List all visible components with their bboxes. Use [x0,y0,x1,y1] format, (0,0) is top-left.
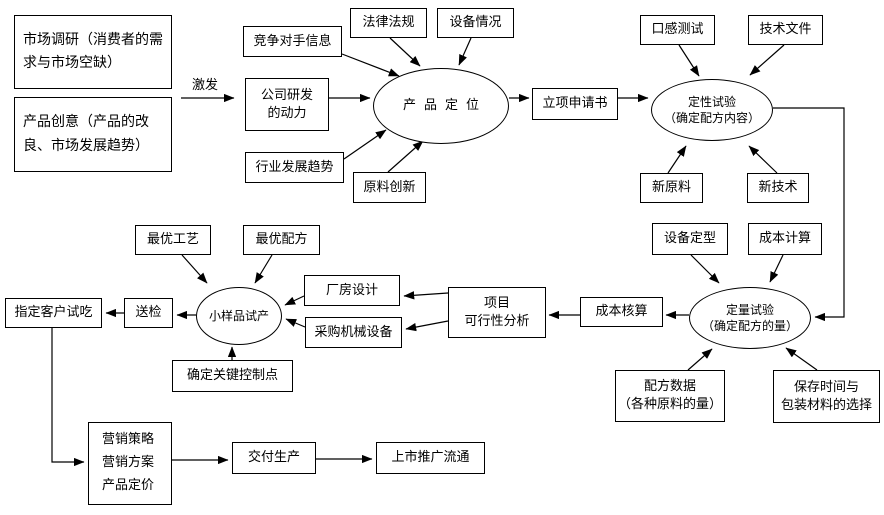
edge-formuladata-to-quantitative [687,348,713,371]
node-inspection: 送检 [124,298,173,328]
node-taste-test: 口感测试 [640,15,715,45]
edge-law-to-positioning [389,37,421,67]
node-raw-material-innovation: 原料创新 [353,172,426,203]
node-marketing: 营销策略 营销方案 产品定价 [88,422,172,505]
node-competitor-info: 竞争对手信息 [243,26,342,57]
node-storage-packaging: 保存时间与 包装材料的选择 [773,370,880,423]
edge-costcalc-to-quantitative [769,254,784,283]
edge-newtech-to-qualitative [748,145,778,174]
node-optimal-process: 最优工艺 [135,225,211,255]
node-product-positioning: 产品定位 [373,68,509,144]
node-project-application: 立项申请书 [532,88,618,120]
node-industry-trend: 行业发展趋势 [245,152,344,183]
node-sample-trial: 小样品试产 [196,287,282,345]
node-qualitative-test: 定性试验 （确定配方内容） [651,79,773,141]
edge-machinery-to-sample [285,318,306,328]
node-purchase-machinery: 采购机械设备 [305,317,402,348]
node-cost-calculation: 成本计算 [748,223,822,255]
edge-tasting-to-marketing [51,328,85,467]
edge-qualitative-to-quantitative [773,107,845,322]
edge-feasibility-to-machinery [405,320,449,332]
edge-techdoc-to-qualitative [749,44,785,76]
node-law-regulation: 法律法规 [350,8,427,38]
node-customer-tasting: 指定客户试吃 [5,298,102,328]
node-optimal-formula: 最优配方 [243,225,320,255]
edge-taste-to-qualitative [678,44,700,77]
node-cost-accounting: 成本核算 [580,297,663,327]
node-feasibility-analysis: 项目 可行性分析 [448,287,546,338]
node-product-idea: 产品创意（产品的改良、市场发展趋势） [14,97,172,172]
node-tech-document: 技术文件 [748,15,823,45]
node-formula-data: 配方数据 （各种原料的量） [615,370,725,422]
node-new-raw-material: 新原料 [640,173,703,203]
edge-plantdesign-to-sample [284,295,305,306]
edge-equipstatus-to-positioning [458,37,472,66]
edge-newraw-to-qualitative [667,145,687,174]
edge-optprocess-to-sample [181,254,208,284]
node-plant-design: 厂房设计 [304,275,400,306]
trigger-arrow-label: 激发 [192,78,219,93]
node-market-research: 市场调研（消费者的需求与市场空缺） [14,15,172,89]
node-quantitative-test: 定量试验 （确定配方的量） [689,287,811,349]
node-equipment-status: 设备情况 [437,8,514,38]
edge-feasibility-to-plantdesign [403,291,449,300]
node-equipment-finalize: 设备定型 [652,223,728,255]
edge-trend-to-positioning [343,129,387,160]
node-new-technology: 新技术 [747,173,809,203]
node-key-control-point: 确定关键控制点 [172,360,293,392]
node-delivery-production: 交付生产 [232,442,316,474]
node-rd-motivation: 公司研发 的动力 [245,78,329,131]
edge-rawinnov-to-positioning [387,140,424,173]
node-market-promotion: 上市推广流通 [376,442,485,474]
edge-optformula-to-sample [254,254,273,284]
edge-competitor-to-positioning [341,53,400,77]
edge-storage-to-quantitative [785,347,818,371]
edge-equipfinal-to-quantitative [690,254,720,284]
